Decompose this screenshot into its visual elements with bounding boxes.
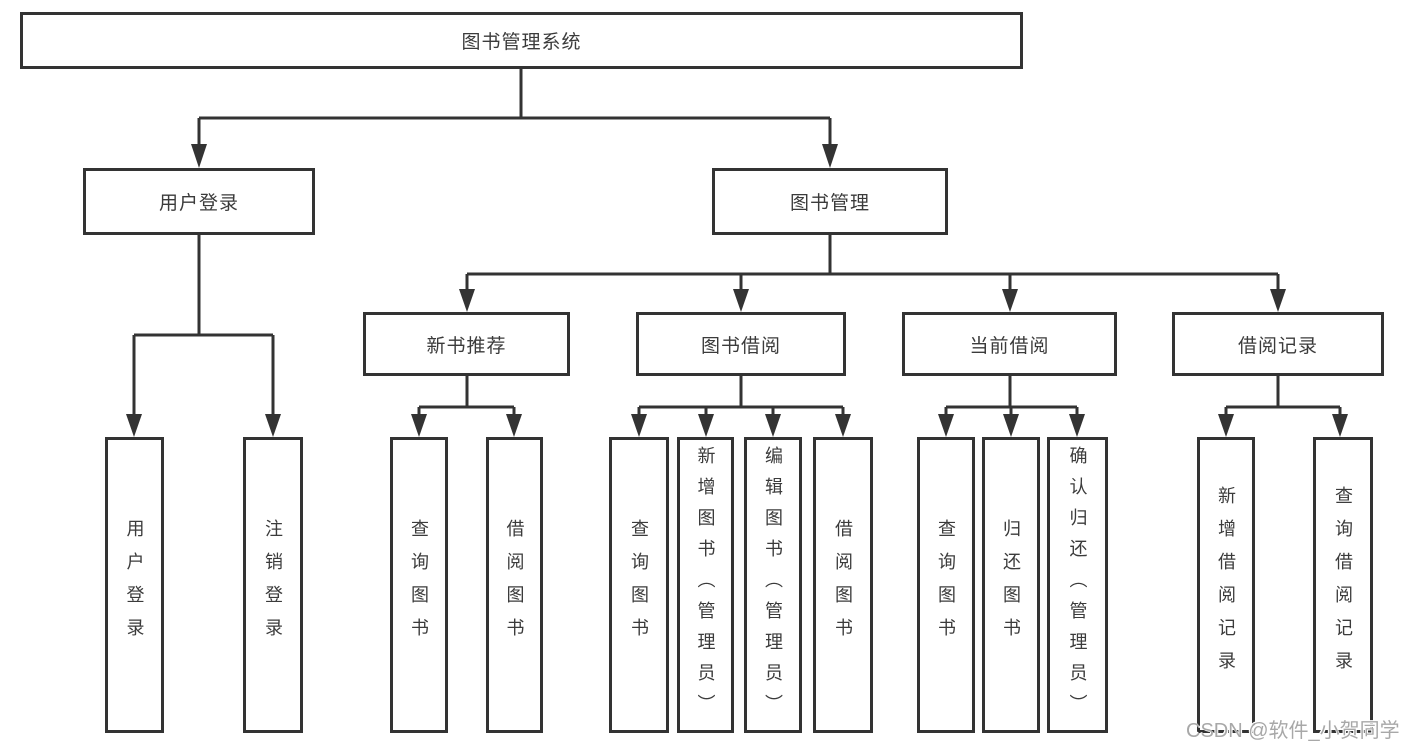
node-label: 查询图书: [936, 519, 956, 651]
arrowhead: [126, 414, 142, 437]
arrowhead: [938, 414, 954, 437]
node-query-books-borrowing: 查询图书: [609, 437, 669, 733]
node-add-books-admin: 新增图书（管理员）: [677, 437, 734, 733]
node-query-borrow-record: 查询借阅记录: [1313, 437, 1373, 733]
node-label: 编辑图书（管理员）: [763, 445, 783, 725]
node-label: 图书借阅: [700, 335, 781, 357]
node-edit-books-admin: 编辑图书（管理员）: [744, 437, 802, 733]
node-label: 用户登录: [158, 193, 239, 214]
arrowhead: [1270, 289, 1286, 312]
node-borrow-books: 借阅图书: [813, 437, 873, 733]
arrowhead: [506, 414, 522, 437]
node-user-login-action: 用户登录: [105, 437, 164, 733]
connector-new-book-recommend: [417, 376, 516, 416]
node-label: 当前借阅: [969, 335, 1050, 357]
arrowhead: [822, 144, 838, 168]
arrowhead: [1069, 414, 1085, 437]
node-label: 借阅图书: [833, 519, 853, 651]
node-label: 查询图书: [409, 519, 429, 651]
arrowhead: [631, 414, 647, 437]
node-user-login: 用户登录: [83, 168, 315, 235]
node-return-books: 归还图书: [982, 437, 1040, 733]
node-add-borrow-record: 新增借阅记录: [1197, 437, 1255, 733]
arrowhead: [1218, 414, 1234, 437]
node-query-books-current: 查询图书: [917, 437, 975, 733]
node-label: 注销登录: [263, 519, 283, 651]
node-new-book-recommend: 新书推荐: [363, 312, 570, 376]
node-label: 新增借阅记录: [1216, 486, 1236, 684]
arrowhead: [411, 414, 427, 437]
node-label: 用户登录: [124, 519, 145, 651]
node-label: 归还图书: [1001, 519, 1021, 651]
arrowhead: [191, 144, 207, 168]
arrowhead: [1003, 414, 1019, 437]
node-label: 新书推荐: [426, 335, 507, 357]
node-borrow-books-recommend: 借阅图书: [486, 437, 543, 733]
arrowhead: [835, 414, 851, 437]
node-query-books-recommend: 查询图书: [390, 437, 448, 733]
connector-root: [197, 69, 832, 148]
connector-book-management: [465, 235, 1280, 292]
node-book-borrowing: 图书借阅: [636, 312, 846, 376]
node-library-system: 图书管理系统: [20, 12, 1023, 69]
connector-current-borrowing: [944, 376, 1079, 416]
connector-user-login: [132, 235, 275, 416]
arrowhead: [1002, 289, 1018, 312]
node-label: 图书管理: [789, 193, 870, 214]
node-book-management: 图书管理: [712, 168, 948, 235]
arrowhead: [765, 414, 781, 437]
connector-borrowing-records: [1224, 376, 1342, 416]
arrowhead: [1332, 414, 1348, 437]
node-label: 借阅记录: [1237, 335, 1318, 357]
node-current-borrowing: 当前借阅: [902, 312, 1117, 376]
node-label: 新增图书（管理员）: [695, 445, 716, 725]
node-label: 图书管理系统: [461, 32, 582, 53]
node-label: 确认归还（管理员）: [1067, 445, 1088, 725]
node-label: 查询图书: [629, 519, 649, 651]
node-confirm-return-admin: 确认归还（管理员）: [1047, 437, 1108, 733]
arrowhead: [459, 289, 475, 312]
arrowhead: [733, 289, 749, 312]
node-logout: 注销登录: [243, 437, 303, 733]
csdn-watermark: CSDN @软件_小贺同学: [1186, 720, 1400, 742]
node-borrowing-records: 借阅记录: [1172, 312, 1384, 376]
connector-book-borrowing: [637, 376, 845, 416]
arrowhead: [698, 414, 714, 437]
node-label: 查询借阅记录: [1333, 486, 1353, 684]
node-label: 借阅图书: [504, 519, 525, 651]
arrowhead: [265, 414, 281, 437]
